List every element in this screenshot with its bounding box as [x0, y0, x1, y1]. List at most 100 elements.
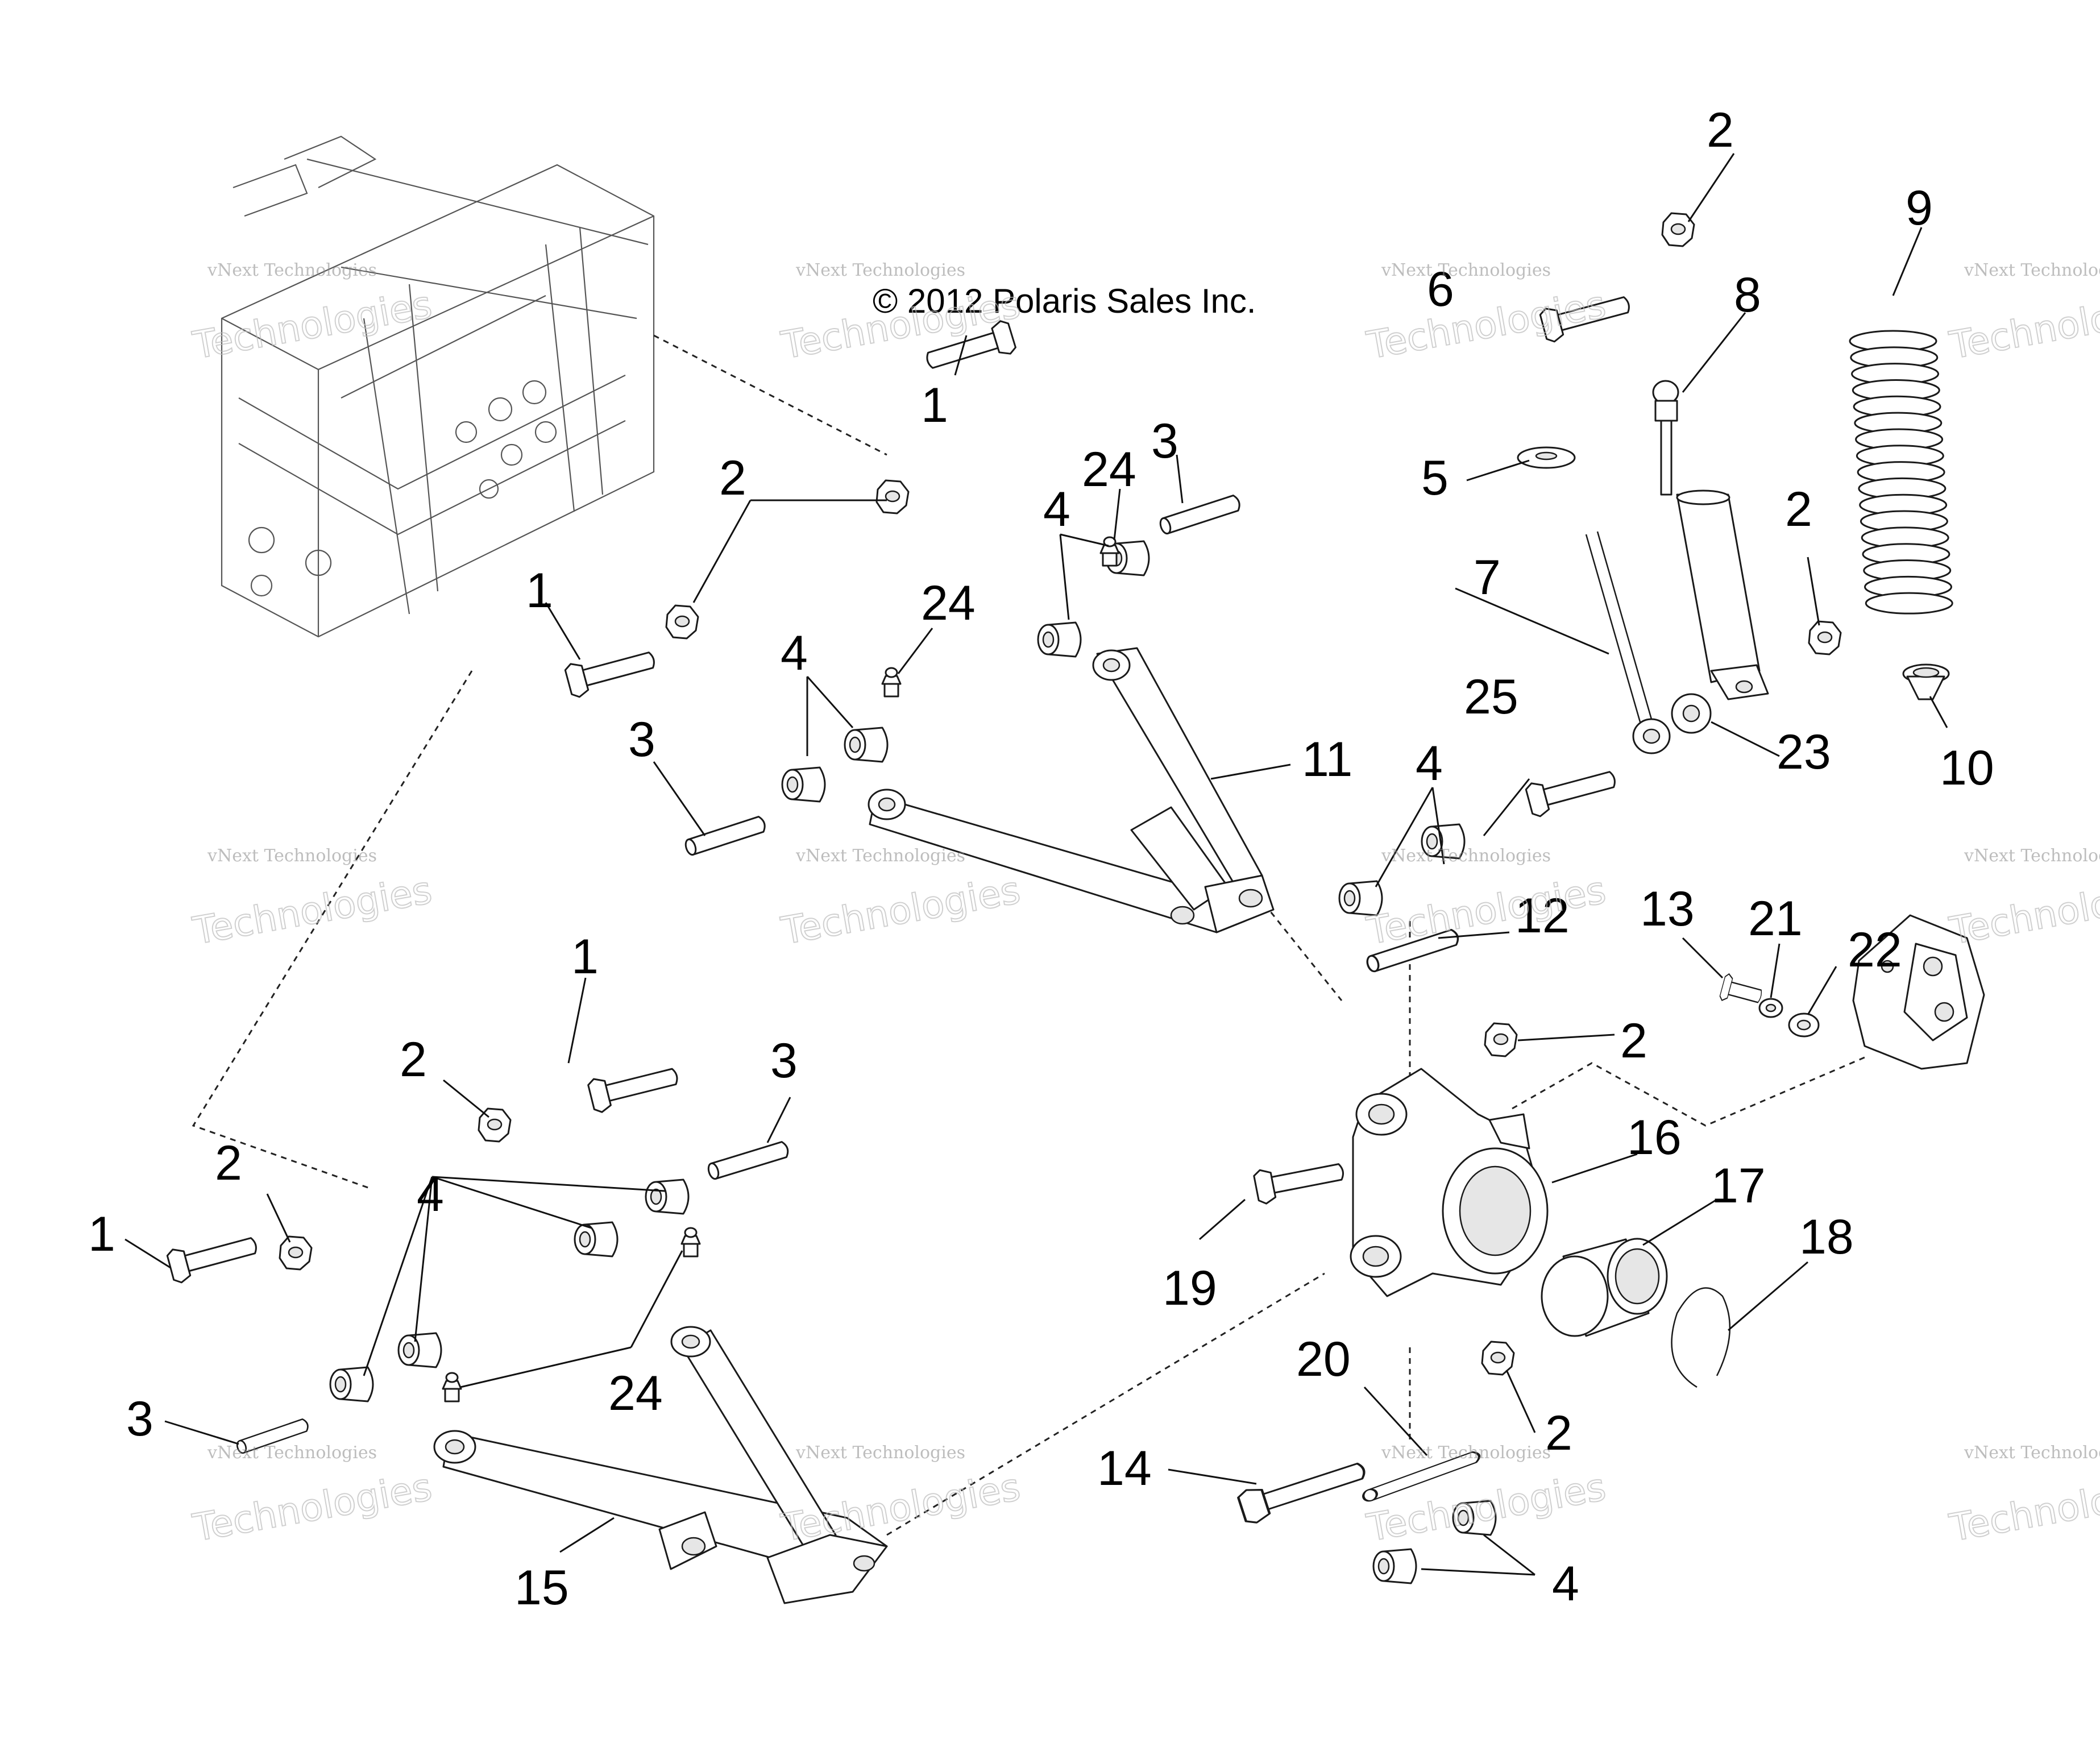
callout-2: 2 — [1785, 482, 1812, 537]
callout-20: 20 — [1296, 1332, 1351, 1387]
bushing-4-l — [1372, 1548, 1417, 1584]
spring-coil — [1865, 592, 1953, 615]
callout-2: 2 — [1545, 1406, 1572, 1460]
watermark-text: vNext Technologies — [795, 260, 965, 280]
watermark-text: Technologies — [1946, 868, 2100, 953]
callout-16: 16 — [1627, 1110, 1682, 1165]
watermark-text: Technologies — [189, 283, 435, 368]
callout-12: 12 — [1515, 889, 1570, 943]
sleeve-3-mid — [683, 815, 768, 857]
callout-4: 4 — [1552, 1557, 1579, 1611]
coil-spring — [1849, 330, 1953, 615]
callout-25: 25 — [1464, 670, 1518, 724]
callout-9: 9 — [1906, 181, 1933, 235]
callout-23: 23 — [1777, 725, 1831, 779]
callout-24: 24 — [608, 1366, 663, 1421]
bushing-4-i — [397, 1332, 442, 1368]
watermark-text: Technologies — [1946, 283, 2100, 368]
washer-22 — [1788, 1012, 1820, 1038]
nut-2-shock-top — [1661, 212, 1695, 247]
watermark-text: vNext Technologies — [1381, 846, 1551, 866]
bushing-4-h — [574, 1221, 619, 1258]
retaining-ring — [1671, 1287, 1731, 1388]
frame-section — [221, 135, 655, 638]
bolt-19 — [1252, 1153, 1347, 1206]
bushing-4-j — [329, 1366, 374, 1402]
callout-3: 3 — [1151, 414, 1178, 468]
sleeve-3-lower — [705, 1140, 791, 1181]
spring-retainer — [1902, 663, 1950, 700]
watermark-text: Technologies — [189, 1465, 435, 1550]
callout-24: 24 — [921, 576, 976, 630]
bolt-25 — [1524, 761, 1620, 819]
brake-caliper — [1852, 914, 1985, 1070]
watermark-text: Technologies — [189, 868, 435, 953]
zerk-24-b — [881, 667, 902, 698]
callout-2: 2 — [1620, 1014, 1647, 1068]
callout-2: 2 — [1707, 103, 1734, 157]
copyright-notice: © 2012 Polaris Sales Inc. — [873, 282, 1256, 320]
watermark-text: vNext Technologies — [1964, 1443, 2100, 1463]
watermark-text: vNext Technologies — [1964, 260, 2100, 280]
callout-3: 3 — [770, 1034, 798, 1088]
callout-4: 4 — [1043, 482, 1070, 537]
nut-2-left — [279, 1235, 313, 1271]
leader-lines — [124, 153, 1948, 1576]
bolt-1-left — [165, 1227, 261, 1285]
callout-19: 19 — [1163, 1261, 1217, 1316]
watermark-text: vNext Technologies — [795, 846, 965, 866]
bushing-4-d — [781, 766, 826, 803]
watermark-text: vNext Technologies — [1381, 260, 1551, 280]
nut-2-top — [875, 479, 910, 514]
callout-18: 18 — [1799, 1210, 1854, 1264]
callout-3: 3 — [126, 1392, 153, 1446]
nut-2-knuckle — [1484, 1022, 1518, 1057]
watermark-text: Technologies — [1946, 1465, 2100, 1550]
callout-15: 15 — [514, 1561, 569, 1615]
watermark-text: vNext Technologies — [207, 260, 377, 280]
watermark-text: vNext Technologies — [795, 1443, 965, 1463]
sleeve-3-upper — [1157, 493, 1243, 536]
callout-4: 4 — [1416, 736, 1443, 791]
watermark-text: vNext Technologies — [1964, 846, 2100, 866]
watermark-text: vNext Technologies — [207, 1443, 377, 1463]
wheel-bearing — [1541, 1238, 1668, 1337]
callout-4: 4 — [417, 1167, 444, 1222]
callout-1: 1 — [526, 563, 553, 618]
watermark-text: vNext Technologies — [1381, 1443, 1551, 1463]
bushing-4-c — [844, 727, 889, 763]
washer-5 — [1517, 446, 1576, 469]
callout-22: 22 — [1848, 923, 1902, 977]
bushing-4-a — [1037, 621, 1082, 658]
callout-11: 11 — [1302, 732, 1352, 787]
callout-1: 1 — [571, 929, 599, 984]
washer-21 — [1758, 998, 1783, 1018]
zerk-24-c — [680, 1227, 701, 1258]
bolt-13 — [1718, 972, 1765, 1011]
nut-2-knuckle-low — [1481, 1341, 1515, 1376]
watermark-text: Technologies — [1363, 283, 1609, 368]
bearing-carrier — [1350, 1068, 1549, 1297]
lower-a-arm — [433, 1326, 888, 1604]
callout-13: 13 — [1640, 882, 1695, 936]
callout-21: 21 — [1748, 891, 1803, 946]
callout-24: 24 — [1082, 442, 1136, 497]
bushing-4-g — [645, 1179, 690, 1215]
zerk-24-a — [1099, 536, 1120, 567]
callout-8: 8 — [1734, 268, 1761, 322]
watermark-text: Technologies — [1363, 868, 1609, 953]
shock-absorber — [1652, 380, 1769, 700]
bolt-1-lower — [586, 1058, 682, 1115]
callout-4: 4 — [781, 626, 808, 680]
nut-2-mid — [665, 604, 699, 640]
callout-10: 10 — [1940, 741, 1994, 795]
watermark-text: vNext Technologies — [207, 846, 377, 866]
callout-6: 6 — [1427, 262, 1454, 317]
callout-17: 17 — [1711, 1159, 1766, 1213]
callout-1: 1 — [88, 1207, 115, 1262]
callout-14: 14 — [1097, 1441, 1152, 1496]
callout-labels: 1 1 1 1 2 2 2 2 2 2 2 3 3 3 3 4 4 4 4 4 … — [88, 103, 1994, 1615]
callout-3: 3 — [628, 712, 655, 767]
callout-2: 2 — [400, 1032, 427, 1087]
